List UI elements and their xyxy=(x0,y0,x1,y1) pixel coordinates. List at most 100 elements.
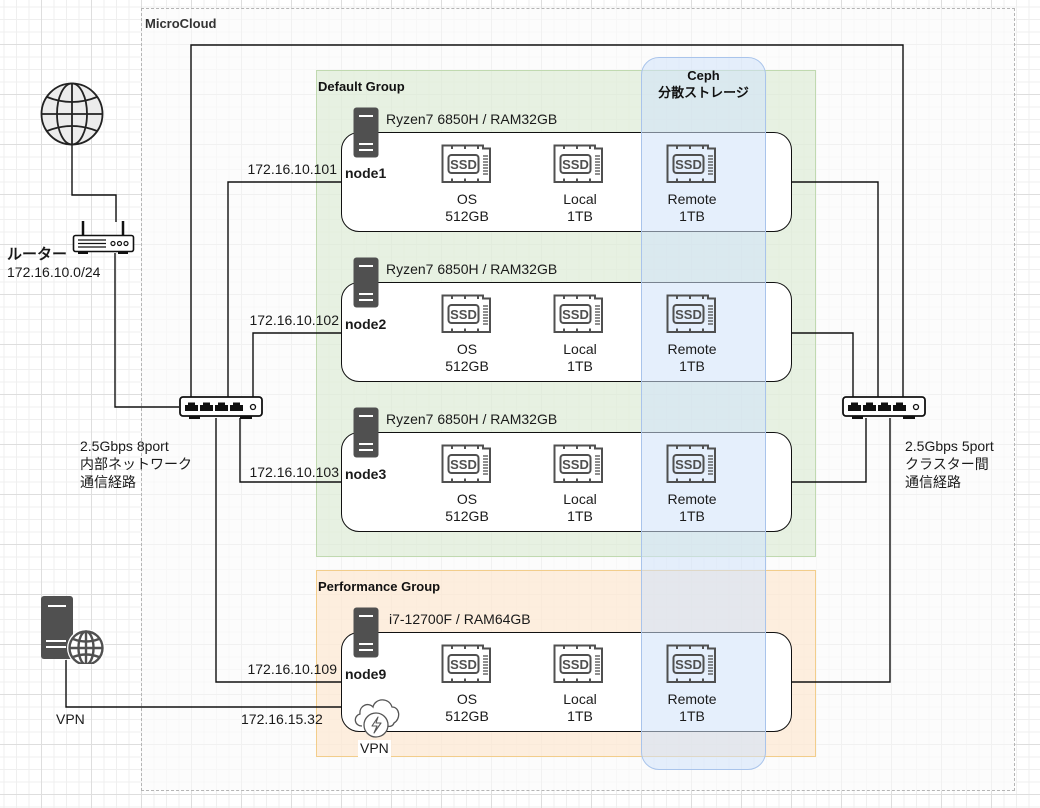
wire-node3-cluster xyxy=(792,418,867,483)
svg-text:SSD: SSD xyxy=(675,307,702,322)
microcloud-label: MicroCloud xyxy=(145,16,217,31)
internal-switch-line3: 通信経路 xyxy=(80,474,136,490)
ssd-icon: SSD xyxy=(441,144,495,184)
svg-text:SSD: SSD xyxy=(675,457,702,472)
router-icon[interactable] xyxy=(72,220,136,256)
default-group-label: Default Group xyxy=(318,79,405,94)
router-subnet: 172.16.10.0/24 xyxy=(7,264,101,280)
wire-node1-cluster xyxy=(792,181,879,397)
ceph-subtitle: 分散ストレージ xyxy=(658,85,749,100)
node3-disk-local-label: Local xyxy=(563,491,597,507)
globe-icon xyxy=(40,82,105,147)
ssd-icon: SSD xyxy=(666,644,720,684)
node9-disk-os-size: 512GB xyxy=(445,708,489,724)
wire-vpn xyxy=(65,660,357,708)
node9-spec: i7-12700F / RAM64GB xyxy=(389,611,531,627)
router-name: ルーター xyxy=(7,246,68,263)
ssd-icon: SSD xyxy=(666,144,720,184)
node2-disk-os-size: 512GB xyxy=(445,358,489,374)
node3-disk-local-size: 1TB xyxy=(567,508,593,524)
node2-spec: Ryzen7 6850H / RAM32GB xyxy=(386,261,558,277)
node1-disk-local-label: Local xyxy=(563,191,597,207)
node1-disk-local-size: 1TB xyxy=(567,208,593,224)
ssd-icon: SSD xyxy=(441,294,495,334)
node2-ip: 172.16.10.102 xyxy=(249,312,339,328)
wire-node9-cluster xyxy=(792,418,891,683)
wire-node3-internal xyxy=(239,418,341,483)
node9-vpn-ip: 172.16.15.32 xyxy=(241,711,323,727)
svg-text:SSD: SSD xyxy=(450,457,477,472)
node3-disk-os-size: 512GB xyxy=(445,508,489,524)
ceph-storage-pool[interactable] xyxy=(641,57,766,770)
node9-disk-local-label: Local xyxy=(563,691,597,707)
node2-disk-local-size: 1TB xyxy=(567,358,593,374)
network-switch-icon[interactable] xyxy=(842,396,926,420)
node3-spec: Ryzen7 6850H / RAM32GB xyxy=(386,411,558,427)
server-icon xyxy=(353,107,379,158)
node1-ip: 172.16.10.101 xyxy=(247,161,337,177)
node1-disk-os-label: OS xyxy=(456,191,478,207)
node3-disk-remote-size: 1TB xyxy=(679,508,705,524)
cluster-switch-line2: クラスター間 xyxy=(905,456,989,472)
performance-group-label: Performance Group xyxy=(318,579,441,594)
svg-text:SSD: SSD xyxy=(562,157,589,172)
ssd-icon: SSD xyxy=(553,294,607,334)
svg-text:SSD: SSD xyxy=(562,657,589,672)
wire-node2-cluster xyxy=(792,332,854,397)
vpn-cloud-icon xyxy=(352,692,400,740)
node9-disk-os-label: OS xyxy=(456,691,478,707)
svg-text:SSD: SSD xyxy=(450,307,477,322)
node1-name: node1 xyxy=(345,165,387,181)
node3-disk-remote-label: Remote xyxy=(667,491,717,507)
svg-text:SSD: SSD xyxy=(675,657,702,672)
ssd-icon: SSD xyxy=(553,644,607,684)
ceph-title: Ceph xyxy=(687,68,720,83)
node3-disk-os-label: OS xyxy=(456,491,478,507)
internal-switch-line1: 2.5Gbps 8port xyxy=(80,438,169,454)
cluster-switch-line3: 通信経路 xyxy=(905,474,961,490)
svg-text:SSD: SSD xyxy=(562,457,589,472)
node3-name: node3 xyxy=(345,466,387,482)
node1-disk-remote-size: 1TB xyxy=(679,208,705,224)
network-switch-icon[interactable] xyxy=(179,396,263,420)
ssd-icon: SSD xyxy=(441,444,495,484)
wire-node1-internal xyxy=(227,181,341,397)
internal-switch-line2: 内部ネットワーク xyxy=(80,456,192,472)
node9-ip: 172.16.10.109 xyxy=(247,661,337,677)
node9-name: node9 xyxy=(345,666,387,682)
wire-node9-internal xyxy=(215,418,341,683)
node9-vpn-label: VPN xyxy=(358,740,391,757)
node2-disk-os-label: OS xyxy=(456,341,478,357)
ssd-icon: SSD xyxy=(441,644,495,684)
node2-disk-remote-size: 1TB xyxy=(679,358,705,374)
svg-text:SSD: SSD xyxy=(562,307,589,322)
wire-router-switch xyxy=(114,253,179,408)
server-icon xyxy=(353,607,379,658)
node1-disk-remote-label: Remote xyxy=(667,191,717,207)
ssd-icon: SSD xyxy=(553,144,607,184)
node9-disk-remote-size: 1TB xyxy=(679,708,705,724)
svg-text:SSD: SSD xyxy=(450,657,477,672)
node1-disk-os-size: 512GB xyxy=(445,208,489,224)
node9-disk-local-size: 1TB xyxy=(567,708,593,724)
node9-disk-remote-label: Remote xyxy=(667,691,717,707)
svg-text:SSD: SSD xyxy=(450,157,477,172)
wire-cluster-loop xyxy=(190,44,904,397)
vpn-server-label: VPN xyxy=(56,711,85,727)
vpn-server-icon[interactable] xyxy=(40,596,106,664)
node2-name: node2 xyxy=(345,316,387,332)
node1-spec: Ryzen7 6850H / RAM32GB xyxy=(386,111,558,127)
ssd-icon: SSD xyxy=(666,444,720,484)
server-icon xyxy=(353,407,379,458)
node2-disk-remote-label: Remote xyxy=(667,341,717,357)
ssd-icon: SSD xyxy=(553,444,607,484)
ssd-icon: SSD xyxy=(666,294,720,334)
cluster-switch-line1: 2.5Gbps 5port xyxy=(905,438,994,454)
node2-disk-local-label: Local xyxy=(563,341,597,357)
wire-node2-internal xyxy=(252,332,341,397)
wire-internet-router xyxy=(71,145,117,222)
svg-text:SSD: SSD xyxy=(675,157,702,172)
server-icon xyxy=(353,257,379,308)
node3-ip: 172.16.10.103 xyxy=(249,464,339,480)
